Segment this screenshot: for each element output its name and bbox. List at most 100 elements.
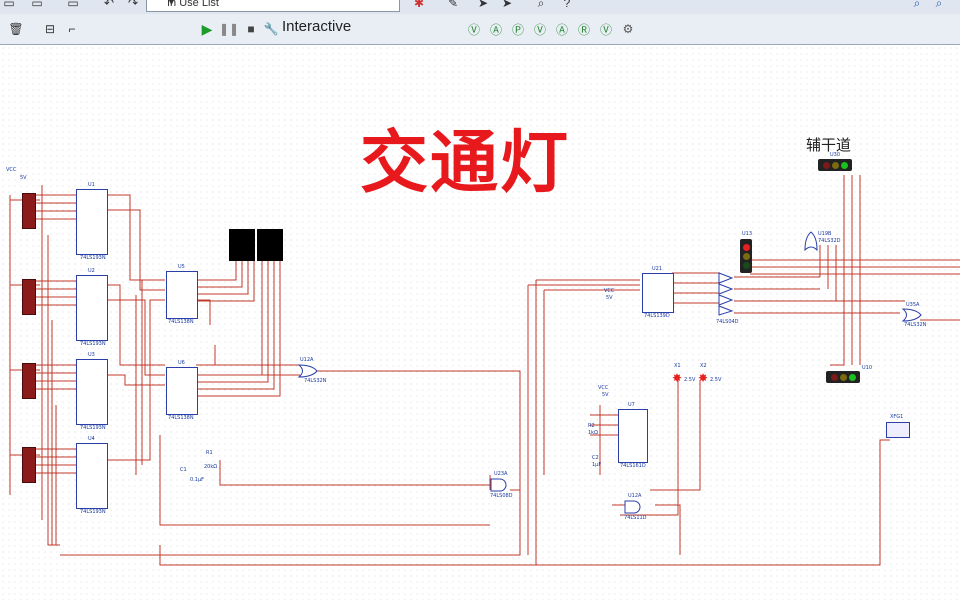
- arrow-icon[interactable]: ➤: [501, 0, 513, 10]
- yellow-lamp-icon: [742, 252, 750, 260]
- red-lamp-icon: [822, 161, 830, 169]
- vcc-label-u21: VCC: [604, 288, 615, 294]
- decoder-u5-part: 74LS138N: [168, 319, 194, 325]
- search-icon[interactable]: ⌕: [537, 0, 545, 10]
- probe-diff-voltage-icon[interactable]: Ⓥ: [533, 22, 546, 37]
- counter-u4-part: 74LS193N: [80, 509, 106, 515]
- and-gate-u23a[interactable]: [490, 478, 510, 492]
- capacitor-c2-value: 1µF: [592, 462, 602, 468]
- green-lamp-icon: [742, 261, 750, 269]
- trash-icon[interactable]: 🗑: [8, 22, 24, 36]
- seven-segment-display-2: [257, 229, 283, 261]
- side-road-label: 辅干道: [806, 136, 852, 154]
- and-gate-u12a-11d[interactable]: [624, 500, 644, 514]
- probe-current-icon[interactable]: Ⓐ: [489, 22, 502, 37]
- resistor-r1-value: 20kΩ: [204, 464, 218, 470]
- probe-x1-value: 2.5V: [684, 377, 696, 383]
- print-icon[interactable]: ▭: [31, 0, 43, 10]
- resistor-r1-ref: R1: [206, 450, 213, 456]
- net-icon[interactable]: ⊟: [44, 22, 56, 36]
- counter-ic-u3[interactable]: [76, 359, 108, 425]
- probe-x2[interactable]: ✸: [698, 371, 709, 385]
- save-icon[interactable]: ▭: [3, 0, 15, 10]
- probe-power-icon[interactable]: Ⓟ: [511, 22, 524, 37]
- resistor-r2-ref: R2: [588, 423, 595, 429]
- u7-part: 74LS161D: [620, 463, 646, 469]
- probe-x1-ref: X1: [674, 363, 681, 369]
- resistor-r2-value: 1kΩ: [588, 430, 598, 436]
- bookmark-icon[interactable]: ▭: [67, 0, 79, 10]
- run-icon[interactable]: ▶: [201, 20, 213, 37]
- or-gate-u19b[interactable]: [804, 231, 818, 251]
- arrow-icon[interactable]: ➤: [477, 0, 489, 10]
- vcc-value-u7: 5V: [602, 392, 609, 398]
- probe-voltage-ref-icon[interactable]: Ⓥ: [599, 22, 612, 37]
- gear-icon[interactable]: ⚙: [622, 22, 634, 36]
- switch-bank-1[interactable]: [22, 193, 36, 229]
- schematic-canvas[interactable]: 交通灯: [0, 45, 960, 600]
- counter-u3-ref: U3: [88, 352, 95, 358]
- decoder-ic-u6[interactable]: [166, 367, 198, 415]
- function-generator-xfg1[interactable]: [886, 422, 910, 438]
- top-toolbar: ▭ ▭ ▭ ↶ ↷ In Use List ▼ ✱ ✎ ➤ ➤ ⌕ ? ⌕ ⌕: [0, 0, 960, 15]
- decoder-ic-u21[interactable]: [642, 273, 674, 313]
- switch-bank-2[interactable]: [22, 279, 36, 315]
- switch-bank-4[interactable]: [22, 447, 36, 483]
- counter-ic-u4[interactable]: [76, 443, 108, 509]
- decoder-ic-u5[interactable]: [166, 271, 198, 319]
- gate-u12a-11d-part: 74LS11D: [624, 515, 647, 521]
- in-use-list-dropdown[interactable]: In Use List ▼: [146, 0, 400, 12]
- light-u30-ref: U30: [830, 152, 841, 158]
- pause-icon[interactable]: ❚❚: [218, 22, 240, 36]
- capacitor-c2-ref: C2: [592, 455, 599, 461]
- light-u10-ref: U10: [862, 365, 873, 371]
- vcc-value: 5V: [20, 175, 27, 181]
- gate-u23a-ref: U23A: [494, 471, 508, 477]
- red-lamp-icon: [830, 373, 838, 381]
- u21-ref: U21: [652, 266, 663, 272]
- probe-x1[interactable]: ✸: [672, 371, 683, 385]
- gate-u23a-part: 74LS08D: [490, 493, 513, 499]
- stop-icon[interactable]: ■: [247, 22, 255, 36]
- wrench-icon[interactable]: 🔧: [263, 22, 279, 36]
- capacitor-c1-ref: C1: [180, 467, 187, 473]
- traffic-light-u13[interactable]: [740, 239, 752, 273]
- gate-u19b-part: 74LS32D: [818, 238, 841, 244]
- decoder-u6-part: 74LS138N: [168, 415, 194, 421]
- simulation-mode-label[interactable]: Interactive: [282, 18, 352, 35]
- green-lamp-icon: [848, 373, 856, 381]
- undo-icon[interactable]: ↶: [103, 0, 115, 10]
- step-icon[interactable]: ⌐: [68, 22, 76, 36]
- traffic-light-u30[interactable]: [818, 159, 852, 171]
- vcc-value-u21: 5V: [606, 295, 613, 301]
- probe-voltage-icon[interactable]: Ⓥ: [467, 22, 480, 37]
- red-lamp-icon: [742, 243, 750, 251]
- switch-bank-3[interactable]: [22, 363, 36, 399]
- zoom-out-icon[interactable]: ⌕: [935, 0, 943, 10]
- page-title: 交通灯: [360, 124, 571, 203]
- yellow-lamp-icon: [839, 373, 847, 381]
- tool-icon[interactable]: ✎: [447, 0, 459, 10]
- counter-u1-part: 74LS193N: [80, 255, 106, 261]
- chevron-down-icon: ▼: [167, 0, 176, 7]
- inverter-array-u29[interactable]: [718, 272, 736, 316]
- probe-digital-icon[interactable]: Ⓡ: [577, 22, 590, 37]
- zoom-in-icon[interactable]: ⌕: [913, 0, 921, 10]
- counter-ic-u7[interactable]: [618, 409, 648, 463]
- or-gate-u35a[interactable]: [902, 308, 922, 322]
- vcc-label: VCC: [6, 167, 17, 173]
- help-icon[interactable]: ?: [563, 0, 571, 10]
- decoder-u6-ref: U6: [178, 360, 185, 366]
- counter-ic-u2[interactable]: [76, 275, 108, 341]
- or-gate-u12a[interactable]: [298, 364, 318, 378]
- simulation-toolbar: 🗑 ⊟ ⌐ ▶ ❚❚ ■ 🔧 Interactive Ⓥ Ⓐ Ⓟ Ⓥ Ⓐ Ⓡ Ⓥ…: [0, 14, 960, 45]
- counter-u1-ref: U1: [88, 182, 95, 188]
- bug-icon[interactable]: ✱: [413, 0, 425, 10]
- counter-ic-u1[interactable]: [76, 189, 108, 255]
- traffic-light-u10[interactable]: [826, 371, 860, 383]
- probe-ref-icon[interactable]: Ⓐ: [555, 22, 568, 37]
- redo-icon[interactable]: ↷: [127, 0, 139, 10]
- u21-part: 74LS139D: [644, 313, 670, 319]
- counter-u2-part: 74LS193N: [80, 341, 106, 347]
- counter-u2-ref: U2: [88, 268, 95, 274]
